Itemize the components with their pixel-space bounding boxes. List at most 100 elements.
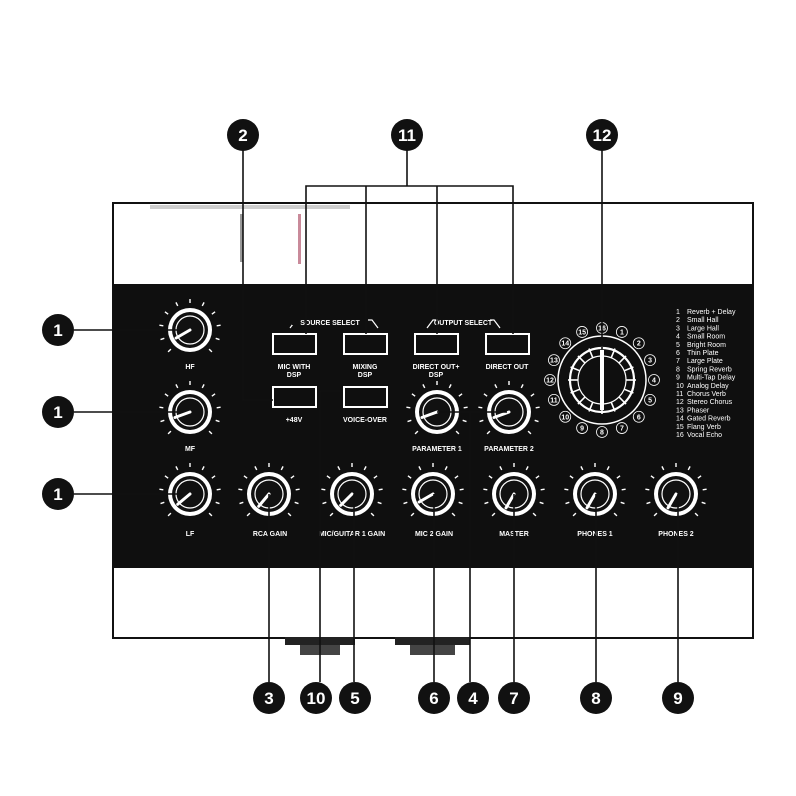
effect-number: 6 (676, 350, 680, 357)
dial-position-marker (648, 374, 660, 386)
dial-position-marker (632, 337, 645, 350)
dial-position-number: 4 (652, 378, 656, 385)
effect-name: Bright Room (687, 342, 726, 349)
mic-guitar-gain-label: MIC/GUITAR 1 GAIN (319, 531, 385, 538)
effect-number: 12 (676, 399, 684, 406)
effect-number: 13 (676, 407, 684, 414)
mic2-gain-knob[interactable] (402, 463, 464, 517)
dial-position-number: 12 (546, 378, 554, 385)
callout-9: 9 (662, 682, 694, 714)
dial-position-number: 9 (580, 426, 584, 433)
voice-over-label: VOICE-OVER (343, 417, 387, 424)
mf-knob-label: MF (185, 446, 196, 453)
callout-12-number: 12 (593, 126, 612, 145)
leader-lines (74, 150, 679, 682)
effect-name: Large Hall (687, 325, 719, 332)
effect-number: 4 (676, 334, 680, 341)
effect-name: Spring Reverb (687, 366, 732, 373)
dial-position-number: 15 (578, 329, 586, 336)
callout-5-number: 5 (350, 689, 359, 708)
callout-7: 7 (498, 682, 530, 714)
dial-position-marker (615, 422, 628, 434)
callout-10-number: 10 (307, 689, 326, 708)
dial-position-marker (615, 326, 628, 338)
dial-position-number: 11 (550, 397, 558, 404)
effect-name: Thin Plate (687, 350, 719, 357)
source-select-group: SOURCE SELECT (289, 317, 379, 329)
direct-out-button[interactable] (485, 333, 530, 355)
dial-position-marker (632, 410, 645, 423)
callout-8: 8 (580, 682, 612, 714)
mic-guitar-gain-knob[interactable] (321, 463, 383, 517)
mic-with-dsp-button[interactable] (272, 333, 317, 355)
effect-name: Gated Reverb (687, 416, 731, 423)
effect-name: Multi-Tap Delay (687, 375, 736, 382)
callout-1a: 1 (42, 314, 74, 346)
hf-knob[interactable] (159, 299, 221, 353)
effect-number: 9 (676, 375, 680, 382)
callout-1a-number: 1 (53, 321, 62, 340)
effect-number: 11 (676, 391, 683, 398)
effect-name: Flang Verb (687, 424, 721, 431)
effect-name: Stereo Chorus (687, 399, 733, 406)
dial-tick (610, 401, 616, 412)
dial-position-number: 13 (550, 358, 558, 365)
callout-4-number: 4 (468, 689, 478, 708)
effect-number: 10 (676, 383, 684, 390)
dial-position-number: 6 (637, 414, 641, 421)
phantom-power-label: +48V (286, 417, 303, 424)
phones2-label: PHONES 2 (658, 531, 694, 538)
callout-3-number: 3 (264, 689, 273, 708)
output-select-group: OUTPUT SELECT (426, 317, 501, 329)
mixing-dsp-label-2: DSP (358, 372, 373, 379)
callout-9-number: 9 (673, 689, 682, 708)
callout-4: 4 (457, 682, 489, 714)
voice-over-button[interactable] (343, 386, 388, 408)
effect-number: 3 (676, 325, 680, 332)
callout-2: 2 (227, 119, 259, 151)
dial-tick (570, 366, 581, 372)
callout-2-number: 2 (238, 126, 247, 145)
dial-position-marker (548, 393, 560, 406)
direct-out-label: DIRECT OUT (486, 364, 530, 371)
phones2-knob[interactable] (645, 463, 707, 517)
dial-position-marker (644, 393, 656, 406)
phones1-knob[interactable] (564, 463, 626, 517)
mf-knob[interactable] (159, 381, 221, 435)
effect-name: Small Hall (687, 317, 719, 324)
dial-position-number: 10 (561, 414, 569, 421)
effect-number: 14 (676, 416, 684, 423)
callout-12: 12 (586, 119, 618, 151)
dial-position-marker (576, 326, 589, 338)
dial-position-number: 7 (620, 426, 624, 433)
effect-name: Reverb + Delay (687, 309, 736, 316)
callout-1c-number: 1 (53, 485, 62, 504)
dial-tick (577, 396, 586, 405)
mixing-dsp-label-1: MIXING (353, 364, 378, 371)
dial-tick (610, 348, 616, 359)
phones1-label: PHONES 1 (577, 531, 613, 538)
parameter2-knob[interactable] (478, 381, 540, 435)
callout-1c: 1 (42, 478, 74, 510)
dial-position-number: 1 (620, 329, 624, 336)
phantom-power-button[interactable] (272, 386, 317, 408)
effect-number: 7 (676, 358, 680, 365)
effect-name: Analog Delay (687, 383, 729, 390)
source-select-title: SOURCE SELECT (300, 320, 360, 327)
effect-number: 5 (676, 342, 680, 349)
dial-position-number: 14 (561, 341, 569, 348)
callout-3: 3 (253, 682, 285, 714)
dial-tick (570, 388, 581, 394)
dial-tick (618, 396, 627, 405)
dial-position-marker (559, 410, 572, 423)
output-select-title: OUTPUT SELECT (434, 320, 493, 327)
callout-6: 6 (418, 682, 450, 714)
dial-tick (588, 348, 594, 359)
callout-1b: 1 (42, 396, 74, 428)
direct-out-dsp-label-2: DSP (429, 372, 444, 379)
dial-position-number: 3 (648, 358, 652, 365)
effect-name: Chorus Verb (687, 391, 726, 398)
